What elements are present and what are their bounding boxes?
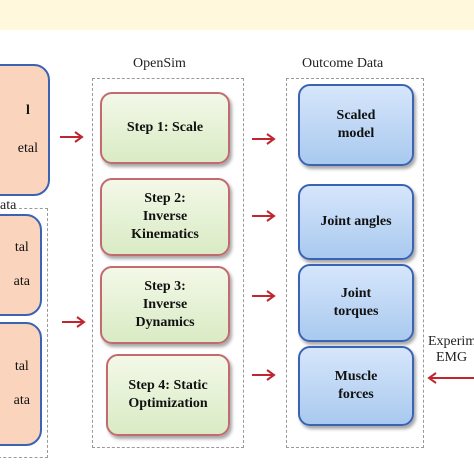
arrow-step-4 (252, 369, 276, 381)
arrow-input-2 (62, 316, 86, 328)
opensim-group (92, 78, 244, 448)
arrow-step-3 (252, 290, 276, 302)
outcome-group (286, 78, 424, 448)
arrow-input-1 (60, 131, 84, 143)
opensim-title: OpenSim (133, 56, 186, 71)
experimental-label: Experim (428, 334, 474, 350)
left-input-group (0, 208, 48, 458)
arrow-step-2 (252, 210, 276, 222)
top-band (0, 0, 474, 30)
left-group-title: ata (0, 198, 17, 214)
arrow-step-1 (252, 133, 276, 145)
emg-label: EMG (436, 350, 468, 365)
step-1-box: Step 1: Scale (100, 92, 230, 164)
arrow-emg (427, 372, 474, 384)
outcome-title: Outcome Data (302, 56, 384, 71)
outcome-joint-angles-box: Joint angles (298, 184, 414, 260)
